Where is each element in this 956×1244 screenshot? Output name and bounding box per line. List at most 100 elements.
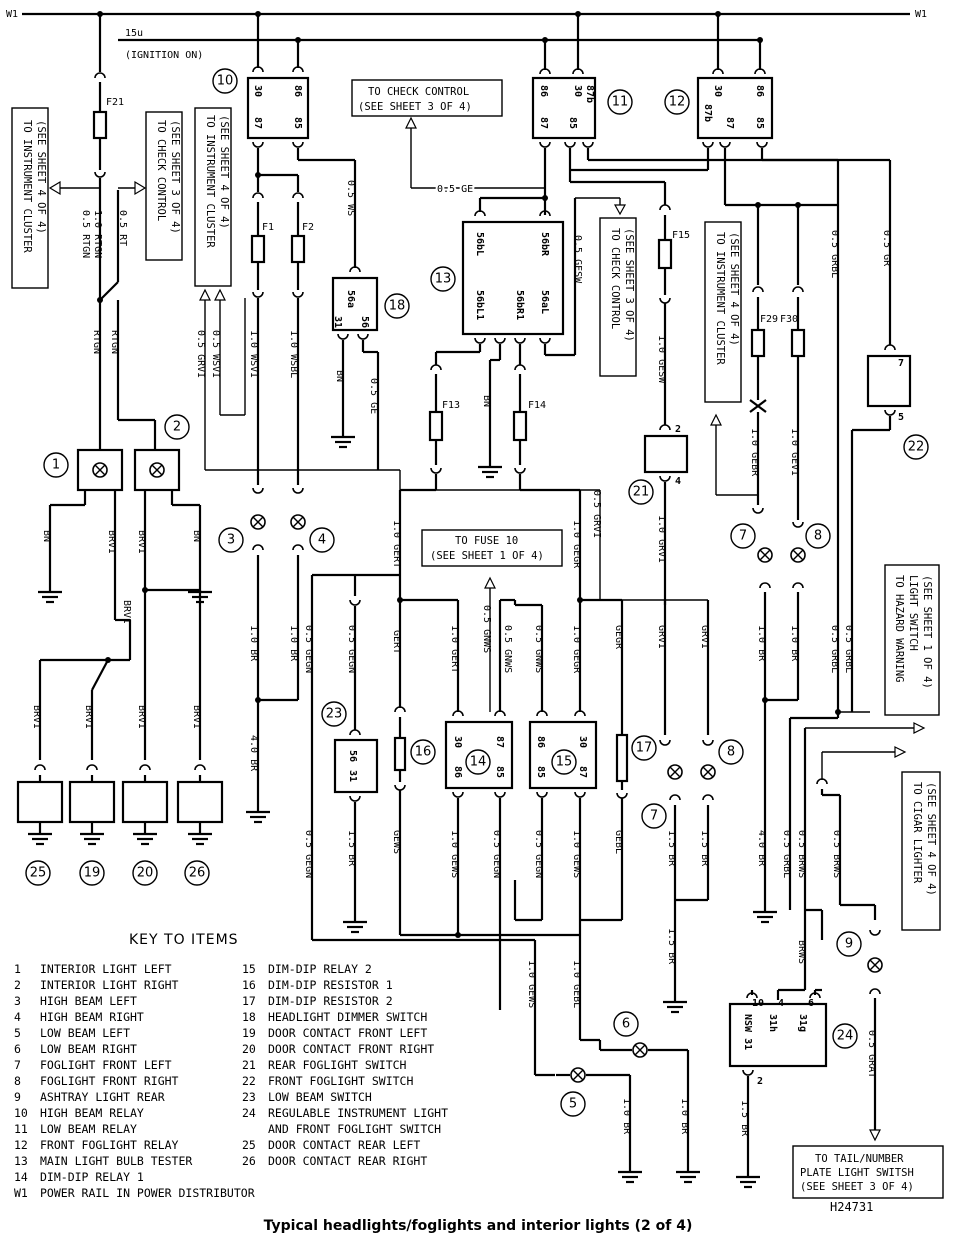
key-item-number: 14 <box>14 1170 28 1184</box>
wire-label: BRVI <box>31 705 42 729</box>
callout-5: 5 <box>560 1091 586 1117</box>
wire-label: 1.0 BR <box>621 1098 632 1135</box>
note-to-tail-number-plate-light-switch <box>792 1145 944 1199</box>
wire-label: BRWS <box>796 940 807 964</box>
key-item: 6 LOW BEAM RIGHT <box>14 1042 137 1056</box>
relay-pin: 87b <box>702 104 713 122</box>
note-text: (SEE SHEET 3 OF 4) <box>169 120 181 234</box>
callout-21: 21 <box>628 479 654 505</box>
svg-text:8: 8 <box>814 529 822 544</box>
main-light-bulb-tester <box>461 220 565 336</box>
callout-22: 22 <box>903 434 929 460</box>
key-item-number: 23 <box>242 1090 256 1104</box>
key-item-label: LOW BEAM LEFT <box>40 1026 131 1040</box>
note-to-check-control-2 <box>351 79 503 117</box>
wire-label: 0.5 WS <box>345 180 356 216</box>
key-item-label: FRONT FOGLIGHT SWITCH <box>268 1074 414 1088</box>
note-text: (SEE SHEET 3 OF 4) <box>358 101 472 113</box>
fuse-f13 <box>428 410 444 442</box>
callout-23: 23 <box>321 701 347 727</box>
wire-label: 4.0 BR <box>248 735 259 772</box>
wire-label: BN <box>334 370 345 382</box>
wire-label: BRVI <box>106 530 117 554</box>
callout-7-lower: 7 <box>641 803 667 829</box>
key-item-number: 13 <box>14 1154 28 1168</box>
wire-label: GEGR <box>613 625 624 650</box>
relay-pin: 85 <box>494 766 505 778</box>
relay-pin: 87 <box>252 117 263 129</box>
key-item-number: 6 <box>14 1042 21 1056</box>
key-item-label: AND FRONT FOGLIGHT SWITCH <box>268 1122 442 1136</box>
headlight-dimmer-switch <box>331 276 379 332</box>
door-contact-front-left <box>68 780 116 824</box>
wire-label: 0.5 GNWS <box>533 625 544 673</box>
key-item: 20 DOOR CONTACT FRONT RIGHT <box>242 1042 434 1056</box>
wire-label: 1.0 GEWS <box>526 960 537 1008</box>
wire-label: 0.5 WSVI <box>210 330 221 378</box>
wire-label: 0.5 GRBL <box>781 830 792 878</box>
wire-label: 1.0 BR <box>789 625 800 662</box>
relay-pin: 2 <box>675 424 681 435</box>
relay-pin: 31h <box>767 1014 778 1032</box>
fuse-f21 <box>92 110 108 140</box>
note-text: (SEE SHEET 3 OF 4) <box>800 1181 914 1193</box>
wire-label: 0.5 GE <box>368 378 379 414</box>
key-item-number: W1 <box>14 1186 28 1200</box>
key-item-number: 20 <box>242 1042 256 1056</box>
callout-24: 24 <box>832 1023 858 1049</box>
relay-pin: 86 <box>754 85 765 97</box>
callout-6: 6 <box>613 1011 639 1037</box>
svg-text:13: 13 <box>435 272 452 287</box>
svg-text:17: 17 <box>636 741 653 756</box>
callout-14: 14 <box>465 749 491 775</box>
svg-text:7: 7 <box>739 529 747 544</box>
key-item-label: LOW BEAM RIGHT <box>40 1042 137 1056</box>
key-item-number: 2 <box>14 978 21 992</box>
note-to-check-control-1 <box>145 111 183 261</box>
svg-text:15: 15 <box>556 755 573 770</box>
key-item-number: 3 <box>14 994 21 1008</box>
relay-pin: 30 <box>712 85 723 97</box>
fuse-f15 <box>657 238 673 270</box>
svg-text:1: 1 <box>52 458 60 473</box>
wire-label: BN <box>191 530 202 542</box>
note-text: (SEE SHEET 1 OF 4) <box>430 550 544 562</box>
relay-pin: 86 <box>292 85 303 97</box>
note-text: (SEE SHEET 4 OF 4) <box>728 232 740 346</box>
fuse-f21-label: F21 <box>106 97 124 108</box>
callout-8: 8 <box>805 523 831 549</box>
note-to-fuse-10 <box>421 529 563 567</box>
wire-label: 1.0 WSVI <box>248 330 259 378</box>
wire-label: BN <box>41 530 52 542</box>
wire-label: 1.0 GEBL <box>571 960 582 1008</box>
relay-pin: 10 <box>752 998 764 1009</box>
key-item-label: MAIN LIGHT BULB TESTER <box>40 1154 193 1168</box>
note-text: TO CIGAR LIGHTER <box>911 782 923 884</box>
fuse-f14-label: F14 <box>528 400 546 411</box>
door-contact-front-right <box>121 780 169 824</box>
key-item-label: DIM-DIP RESISTOR 2 <box>268 994 393 1008</box>
callout-4: 4 <box>309 527 335 553</box>
note-text: (SEE SHEET 1 OF 4) <box>921 575 933 689</box>
key-item-number: 8 <box>14 1074 21 1088</box>
note-text: TO CHECK CONTROL <box>609 228 621 329</box>
relay-pin: 2 <box>757 1076 763 1087</box>
svg-text:5: 5 <box>569 1097 577 1112</box>
relay-pin: 30 <box>452 736 463 748</box>
callout-9: 9 <box>836 931 862 957</box>
svg-text:11: 11 <box>612 95 629 110</box>
front-foglight-relay <box>696 76 774 140</box>
relay-pin: 30 <box>252 85 263 97</box>
wire-label: 1.5 BR <box>739 1100 750 1137</box>
wire-label: 0.5 GEGN <box>303 830 314 878</box>
rail-label-left: W1 <box>6 9 18 20</box>
high-beam-relay <box>246 76 310 140</box>
note-text: LIGHT SWITCH <box>907 575 919 651</box>
key-item-label: DOOR CONTACT FRONT RIGHT <box>268 1042 435 1056</box>
